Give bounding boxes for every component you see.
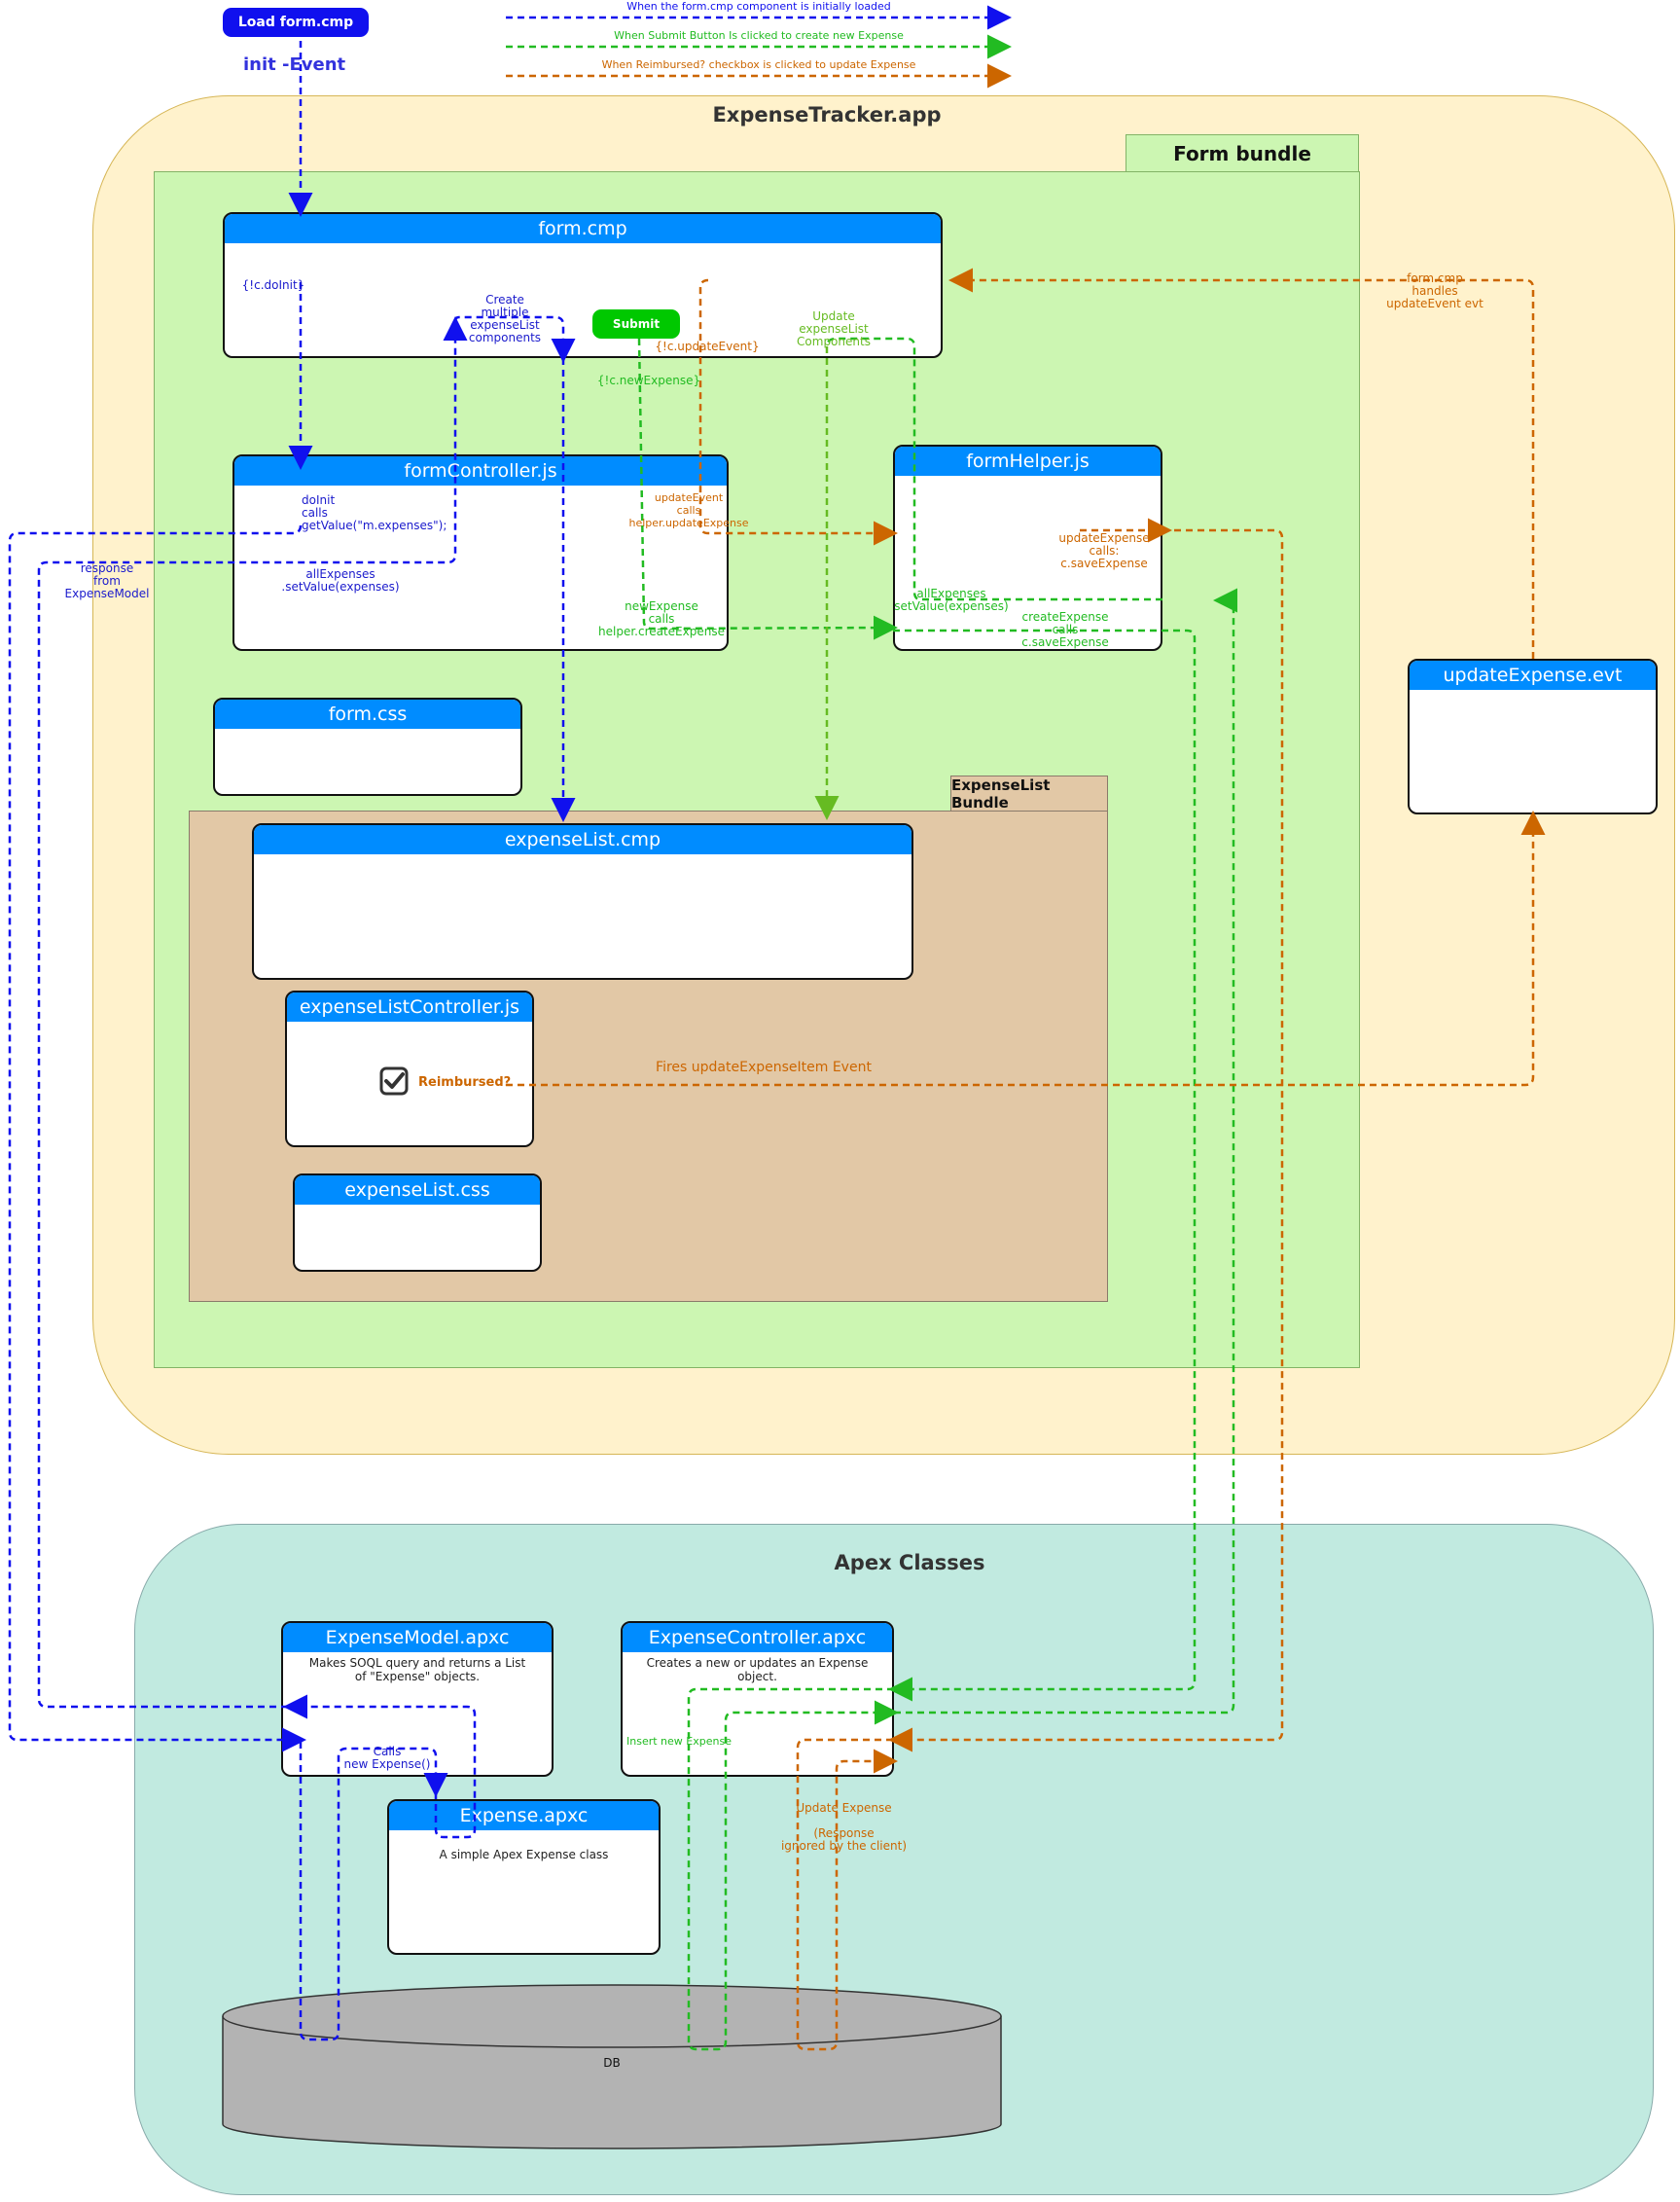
label-update-event-calls: updateEvent calls helper.updateExpense [628,491,749,529]
wire-submit-to-helper [637,338,898,640]
expense-apxc-title: Expense.apxc [389,1801,659,1830]
label-c-new-expense: {!c.newExpense} [596,374,701,387]
wire-update-event-to-helper [698,278,898,546]
label-update-expense-calls: updateExpense calls: c.saveExpense [1058,531,1150,570]
label-update-expenselist: Update expenseList Components [797,309,871,348]
label-doinit-calls: doInit calls getValue("m.expenses"); [302,493,447,532]
expense-list-css-box[interactable]: expenseList.css [293,1173,542,1272]
label-form-handles: form.cmp handles updateEvent evt [1386,271,1483,310]
wire-create-multiple [453,315,576,363]
expense-controller-desc: Creates a new or updates an Expense obje… [646,1656,869,1683]
form-helper-title: formHelper.js [895,447,1161,476]
expense-list-cmp-title: expenseList.cmp [254,825,911,854]
expense-list-css-title: expenseList.css [295,1175,540,1205]
reimbursed-checkbox[interactable] [379,1066,409,1096]
expense-list-controller-title: expenseListController.js [287,993,532,1022]
wire-update-expense-db [796,1738,898,2051]
submit-button[interactable]: Submit [592,309,680,339]
update-expense-evt-box[interactable]: updateExpense.evt [1408,659,1658,814]
expense-model-title: ExpenseModel.apxc [283,1623,552,1652]
label-helper-all-expenses: allExpenses setValue(expenses) [894,587,1009,613]
label-all-expenses: allExpenses .setValue(expenses) [281,567,400,594]
expense-apxc-box[interactable]: Expense.apxc A simple Apex Expense class [387,1799,661,1955]
expense-model-box[interactable]: ExpenseModel.apxc Makes SOQL query and r… [281,1621,554,1777]
legend-item-green: When Submit Button Is clicked to create … [614,29,904,42]
expense-apxc-desc: A simple Apex Expense class [439,1848,609,1861]
wire-model-response [283,1694,477,1839]
label-insert-new-expense: Insert new Expense [626,1735,732,1748]
expense-list-cmp-box[interactable]: expenseList.cmp [252,823,913,980]
label-calls-new-expense: Calls new Expense() [343,1745,431,1771]
init-event-label: init -Event [243,54,346,75]
expense-controller-box[interactable]: ExpenseController.apxc Creates a new or … [621,1621,894,1777]
label-create-expense-calls: createExpense calls c.saveExpense [1021,610,1109,649]
wire-helper-set-expenses [825,337,1162,601]
wire-fire-update-event [506,811,1546,1087]
db-label: DB [603,2056,620,2070]
db-cylinder: DB [222,1984,1002,2149]
app-region-title: ExpenseTracker.app [712,103,942,126]
form-bundle-tab: Form bundle [1126,134,1359,173]
form-css-title: form.css [215,700,520,729]
label-fires-update: Fires updateExpenseItem Event [656,1060,872,1075]
wire-model-to-expense [299,1742,448,2041]
label-create-multiple: Create multiple expenseList components [468,293,542,344]
label-c-update-event: {!c.updateEvent} [655,340,760,353]
wire-response-to-controller [37,316,468,1709]
legend-item-blue: When the form.cmp component is initially… [626,0,891,13]
load-form-button[interactable]: Load form.cmp [223,8,369,37]
label-update-expense-resp: Update Expense (Response ignored by the … [780,1801,908,1853]
wire-insert-new-expense [687,1687,899,2051]
wire-helper-to-expensecontroller [888,629,1197,1702]
form-controller-title: formController.js [234,456,727,486]
label-new-expense-calls: newExpense calls helper.createExpense [598,599,725,638]
form-controller-box[interactable]: formController.js [232,454,729,651]
expense-list-controller-box[interactable]: expenseListController.js [285,991,534,1147]
form-cmp-title: form.cmp [225,214,941,243]
form-helper-box[interactable]: formHelper.js [893,445,1162,651]
expense-controller-title: ExpenseController.apxc [623,1623,892,1652]
wire-response-to-helper [894,588,1237,1715]
checkbox-checked-icon [379,1066,409,1096]
label-c-doinit: {!c.doInit} [241,278,305,292]
wire-helper-save-expense [888,528,1284,1752]
expense-model-desc: Makes SOQL query and returns a List of "… [308,1656,526,1683]
update-expense-evt-title: updateExpense.evt [1410,661,1656,690]
apex-region-title: Apex Classes [834,1551,985,1574]
wire-evt-handled-by-form [948,268,1535,659]
wire-doinit-to-model [8,524,306,1752]
form-css-box[interactable]: form.css [213,698,522,796]
legend-item-orange: When Reimbursed? checkbox is clicked to … [601,58,916,71]
form-cmp-box[interactable]: form.cmp [223,212,943,358]
expenselist-bundle-tab: ExpenseList Bundle [950,776,1108,812]
label-response-from-model: response from ExpenseModel [64,561,150,600]
reimbursed-label: Reimbursed? [418,1075,512,1090]
